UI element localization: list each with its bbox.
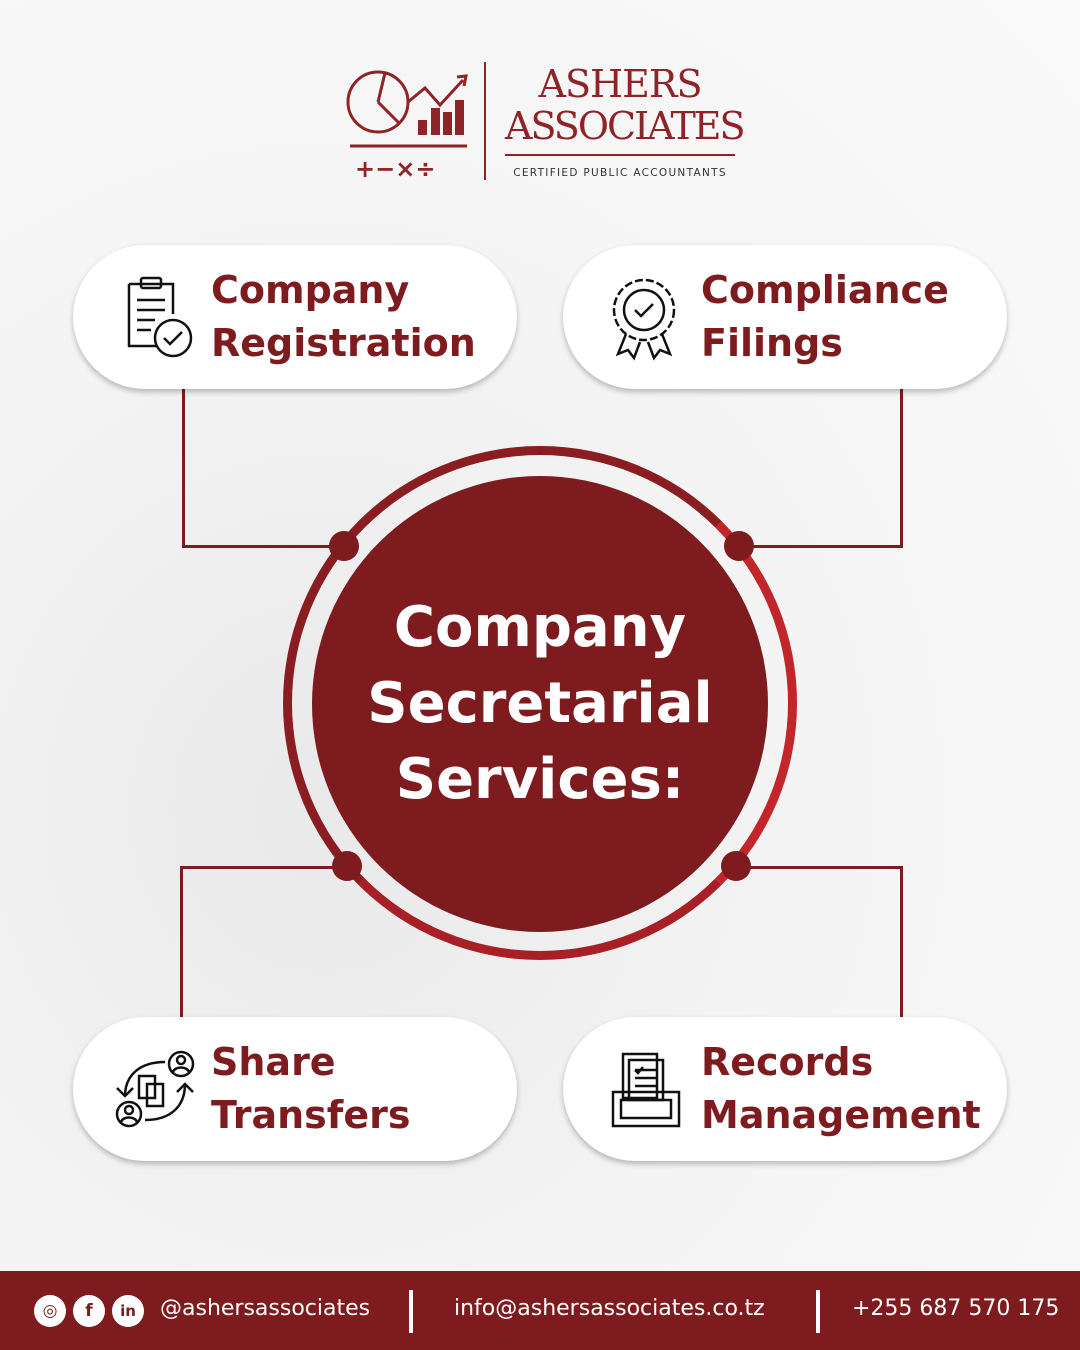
brand-name-line2: ASSOCIATES <box>505 104 746 148</box>
center-title-line1: Company <box>393 595 687 660</box>
service-title-line1: Company <box>211 268 410 312</box>
connector-bottom-right <box>735 866 903 1018</box>
email-link[interactable]: info@ashersassociates.co.tz <box>454 1296 765 1321</box>
share-transfer-icon <box>115 1050 195 1128</box>
center-ring <box>283 446 797 960</box>
footer-divider <box>816 1290 820 1333</box>
brand-underline <box>505 154 735 156</box>
connector-dot <box>329 531 359 561</box>
connector-dot <box>721 851 751 881</box>
clipboard-check-icon <box>127 276 193 358</box>
connector-top-right <box>740 388 903 548</box>
brand-name-line1: ASHERS <box>538 62 703 106</box>
service-title-line1: Compliance <box>701 268 949 312</box>
service-title-line1: Share <box>211 1040 336 1084</box>
connector-top-left <box>182 388 342 548</box>
center-circle: Company Secretarial Services: <box>312 476 768 932</box>
divider <box>484 62 486 180</box>
facebook-icon[interactable]: f <box>73 1295 105 1327</box>
math-symbols: +−×÷ <box>355 155 435 183</box>
social-handle[interactable]: @ashersassociates <box>160 1296 371 1321</box>
service-title-line2: Management <box>701 1093 981 1137</box>
footer-divider <box>409 1290 413 1333</box>
linkedin-icon[interactable]: in <box>112 1295 144 1327</box>
instagram-icon[interactable]: ◎ <box>34 1295 66 1327</box>
service-title-line2: Filings <box>701 321 843 365</box>
records-box-icon <box>611 1052 681 1128</box>
center-title-line2: Secretarial <box>367 671 713 736</box>
connector-dot <box>724 531 754 561</box>
contact-footer: ◎ f in @ashersassociates info@ashersasso… <box>0 1271 1080 1350</box>
phone-number[interactable]: +255 687 570 175 <box>852 1296 1060 1321</box>
service-title-line2: Transfers <box>211 1093 411 1137</box>
connector-dot <box>332 851 362 881</box>
center-title-line3: Services: <box>395 747 685 812</box>
service-title-line1: Records <box>701 1040 874 1084</box>
brand-tagline: CERTIFIED PUBLIC ACCOUNTANTS <box>513 167 727 179</box>
chart-logo-icon: +−×÷ <box>346 70 468 183</box>
service-title-line2: Registration <box>211 321 476 365</box>
award-badge-icon <box>612 278 676 361</box>
connector-bottom-left <box>180 866 345 1018</box>
company-logo: +−×÷ ASHERS ASSOCIATES CERTIFIED PUBLIC … <box>345 60 746 185</box>
